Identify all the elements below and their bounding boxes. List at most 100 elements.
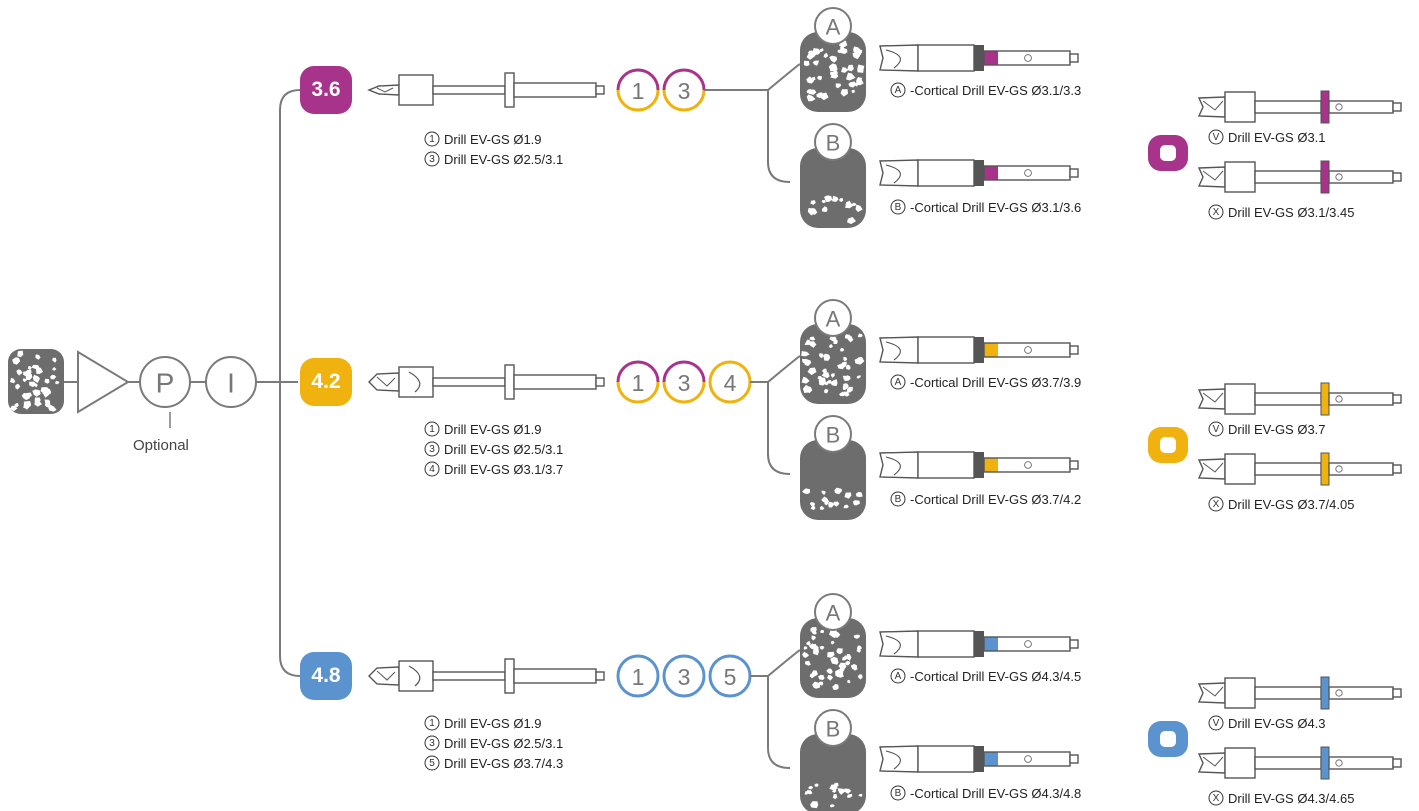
svg-text:1: 1 [429,134,435,145]
branch-line-top [279,89,301,382]
circled-mark-icon: V [1208,129,1224,145]
label-text: Drill EV-GS Ø2.5/3.1 [444,152,564,167]
branch-line [767,676,791,769]
cortical-drill-icon [879,451,1079,479]
drill-step-circle-1: 1 [616,68,660,112]
circled-mark-icon: 3 [424,735,440,751]
dense-bone-icon: A [800,593,866,698]
pilot-letter: P [156,368,175,399]
bone-letter: A [826,601,841,626]
svg-text:V: V [1213,132,1220,143]
drill-step-circle-5: 5 [708,654,752,698]
label-text: Drill EV-GS Ø3.7 [1228,422,1326,437]
circled-mark-icon: 1 [424,715,440,731]
svg-text:V: V [1213,718,1220,729]
soft-bone-icon: B [800,415,866,520]
drill-icon [368,658,605,694]
drill-step-circle-4: 4 [708,360,752,404]
dense-bone-icon [8,349,64,414]
drill-step-number: 3 [678,664,691,690]
circled-mark-icon: 5 [424,755,440,771]
drill-step-number: 1 [632,78,645,104]
bone-letter: A [826,307,841,332]
cortical-b-label: B-Cortical Drill EV-GS Ø3.1/3.6 [890,198,1081,218]
final-drill-icon [1197,160,1402,194]
implant-diameter-badge: 4.8 [300,652,352,700]
drill-list-item: 1 Drill EV-GS Ø1.9 [424,714,542,734]
final-drill-icon [1197,746,1402,780]
cortical-drill-icon [879,745,1079,773]
drill-step-number: 3 [678,370,691,396]
drill-list-item: 3 Drill EV-GS Ø2.5/3.1 [424,734,563,754]
bone-letter: A [826,15,841,40]
label-text: -Cortical Drill EV-GS Ø3.7/3.9 [910,375,1082,390]
cortical-b-label: B -Cortical Drill EV-GS Ø3.7/4.2 [890,490,1081,510]
circled-mark-icon: X [1208,204,1224,220]
label-text: -Cortical Drill EV-GS Ø3.7/4.2 [910,492,1082,507]
final-drill-icon [1197,90,1402,124]
label-text: Drill EV-GS Ø1.9 [444,716,542,731]
branch-line [767,382,791,475]
drill-step-circle-3: 3 [662,360,706,404]
bone-letter: B [826,717,841,742]
drill-list-item: 3 Drill EV-GS Ø2.5/3.1 [424,150,563,170]
pilot-circle-icon: P [139,356,191,408]
cortical-a-label: A -Cortical Drill EV-GS Ø3.7/3.9 [890,373,1081,393]
cortical-a-label: A-Cortical Drill EV-GS Ø4.3/4.5 [890,667,1081,687]
svg-text:3: 3 [429,154,435,165]
svg-text:X: X [1213,207,1220,218]
drill-list-item: 1 Drill EV-GS Ø1.9 [424,420,542,440]
circled-mark-icon: 1 [424,421,440,437]
svg-text:X: X [1213,793,1220,804]
label-text: Drill EV-GS Ø3.1 [1228,130,1326,145]
circled-mark-icon: A [890,374,906,390]
label-text: Drill EV-GS Ø2.5/3.1 [444,736,564,751]
drill-step-number: 1 [632,370,645,396]
implant-diameter-badge: 3.6 [300,66,352,114]
branch-line [767,649,801,677]
circled-mark-icon: 3 [424,151,440,167]
cortical-drill-icon [879,630,1079,658]
branch-line [767,90,791,183]
label-text: Drill EV-GS Ø2.5/3.1 [444,442,564,457]
label-text: Drill EV-GS Ø3.1/3.45 [1228,205,1355,220]
implant-ring-icon [1148,427,1188,463]
indicator-circle-icon: I [205,356,257,408]
implant-diameter-badge: 4.2 [300,358,352,406]
drill-step-number: 5 [724,664,737,690]
drill-step-number: 3 [678,78,691,104]
branch-line [767,63,801,91]
svg-text:1: 1 [429,718,435,729]
dense-bone-icon: A [800,7,866,112]
circled-mark-icon: X [1208,790,1224,806]
indicator-letter: I [227,368,235,399]
circled-mark-icon: B [890,491,906,507]
svg-text:A: A [895,377,902,388]
label-text: -Cortical Drill EV-GS Ø3.1/3.3 [910,83,1082,98]
svg-text:X: X [1213,499,1220,510]
implant-ring-icon [1148,135,1188,171]
final-drill-icon [1197,452,1402,486]
implant-ring-icon [1148,721,1188,757]
cortical-drill-icon [879,159,1079,187]
optional-label: Optional [133,437,189,454]
circled-mark-icon: V [1208,421,1224,437]
circled-mark-icon: 1 [424,131,440,147]
svg-text:3: 3 [429,738,435,749]
label-text: Drill EV-GS Ø1.9 [444,422,542,437]
final-drill-icon [1197,382,1402,416]
drill-step-circle-1: 1 [616,360,660,404]
drill-step-number: 4 [724,370,737,396]
drill-icon [367,72,605,108]
cortical-drill-icon [879,44,1079,72]
circled-mark-icon: V [1208,715,1224,731]
circled-mark-icon: 4 [424,461,440,477]
drill-step-number: 1 [632,664,645,690]
label-text: Drill EV-GS Ø4.3 [1228,716,1326,731]
